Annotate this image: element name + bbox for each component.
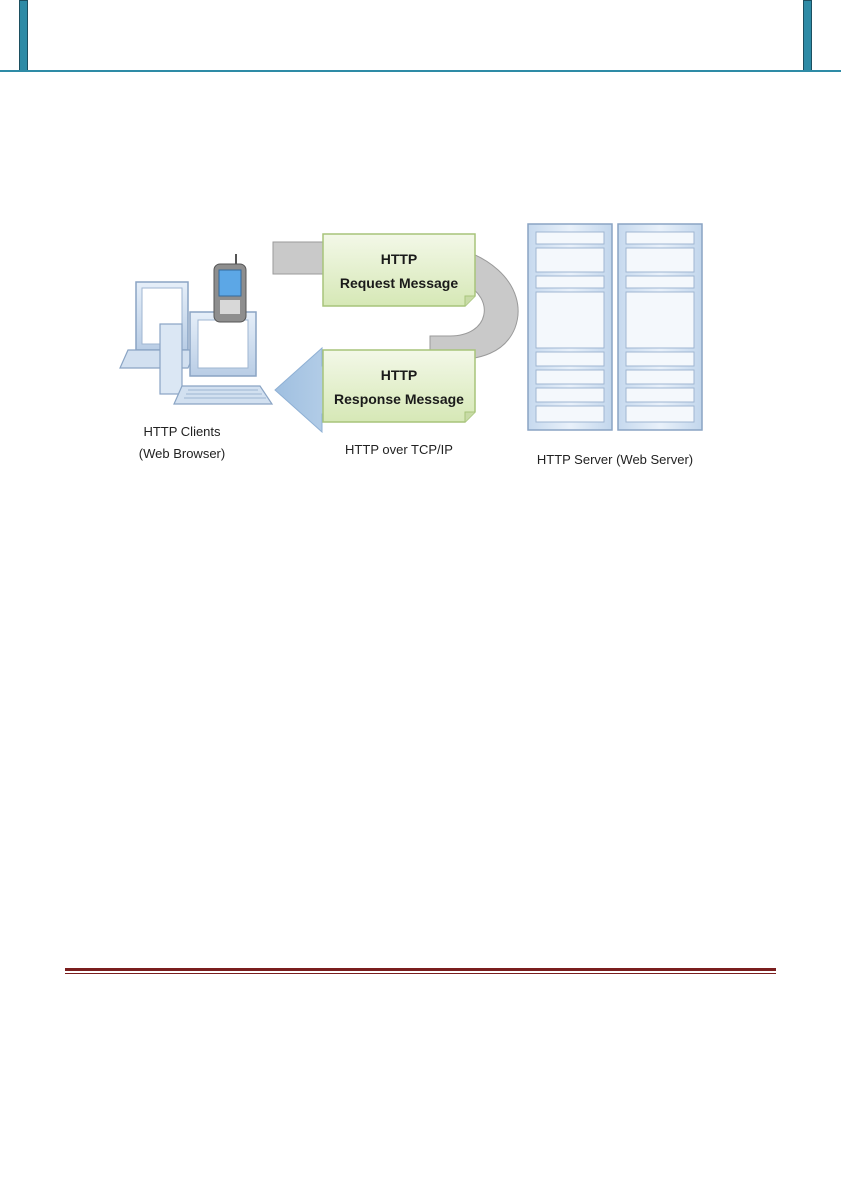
response-message-box: HTTP Response Message [323, 350, 475, 422]
response-box-line1: HTTP [381, 367, 418, 383]
client-caption-line1: HTTP Clients [143, 424, 221, 439]
transport-caption: HTTP over TCP/IP [345, 442, 453, 457]
server-rack-icon [528, 224, 702, 430]
header-rule [0, 70, 841, 72]
server-caption: HTTP Server (Web Server) [537, 452, 693, 467]
footer-rule-thin [65, 973, 776, 974]
header-left-bar [19, 0, 28, 72]
footer-rule [65, 968, 776, 971]
http-diagram: HTTP Request Message HTTP Response Messa… [110, 218, 730, 480]
laptop-icon [120, 282, 196, 368]
request-box-line2: Request Message [340, 275, 458, 291]
client-caption-line2: (Web Browser) [139, 446, 225, 461]
response-box-line2: Response Message [334, 391, 464, 407]
mobile-phone-icon [214, 254, 246, 322]
header-right-bar [803, 0, 812, 72]
request-message-box: HTTP Request Message [323, 234, 475, 306]
request-box-line1: HTTP [381, 251, 418, 267]
desktop-computer-icon [160, 312, 272, 404]
